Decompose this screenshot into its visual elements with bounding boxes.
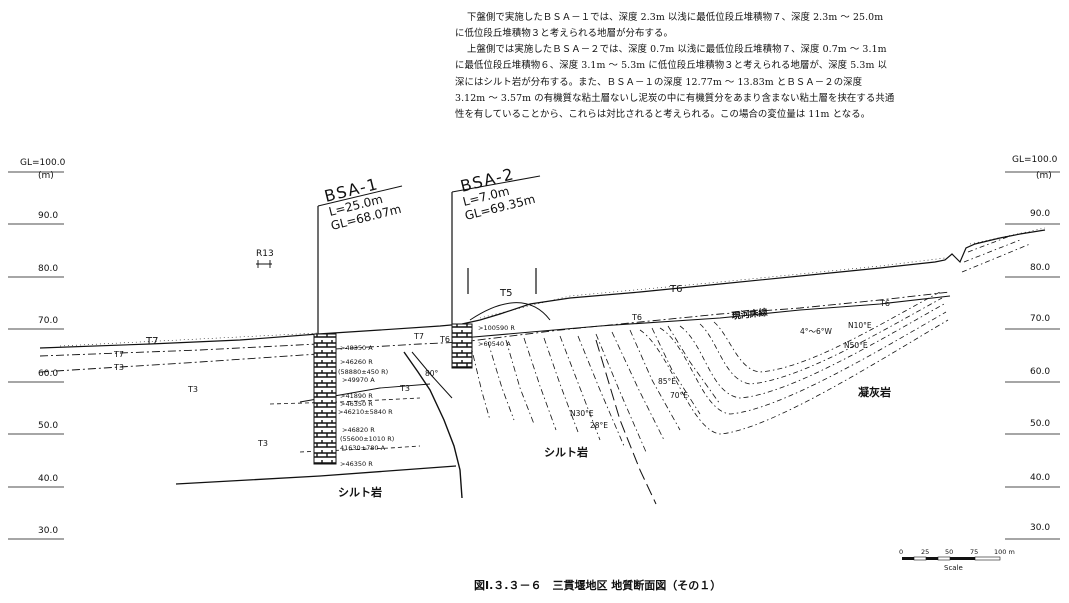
unit-label: T6 (631, 313, 642, 322)
rock-label-siltstone: シルト岩 (338, 485, 382, 499)
rock-label-siltstone: シルト岩 (544, 445, 588, 459)
description-paragraph-2: 上盤側では実施したＢＳＡ－２では、深度 0.7m 以浅に最低位段丘堆積物７、深度… (455, 44, 895, 121)
section-marker-r13: R13 (256, 249, 274, 268)
elevation-gridlines (8, 171, 1060, 540)
axis-tick-label: 50.0 (1030, 419, 1050, 429)
scale-tick: 25 (921, 548, 929, 556)
dip-label: 80° (425, 369, 439, 378)
unit-label: T3 (187, 385, 198, 394)
axis-tick-label: 50.0 (38, 421, 58, 431)
right-elevation-axis: GL=100.0 (m) 90.0 80.0 70.0 60.0 50.0 40… (1012, 155, 1058, 533)
age-label: >46350 R (340, 400, 373, 408)
scale-label: Scale (944, 564, 963, 572)
unit-label: T6 (439, 335, 450, 344)
age-label: >49970 A (342, 376, 375, 384)
scale-tick: 0 (899, 548, 903, 556)
axis-gl-label: GL=100.0 (20, 158, 66, 168)
age-label: 41630±780 A (340, 444, 386, 452)
axis-tick-label: 40.0 (1030, 473, 1050, 483)
tuff-fold-beds (639, 235, 1031, 435)
lower-fault-trace (595, 339, 657, 505)
dip-label: N50°E (844, 341, 868, 350)
unit-label: T3 (257, 439, 268, 448)
t7-base-line (39, 343, 319, 357)
axis-unit-label: (m) (1036, 171, 1052, 181)
age-label: >60540 A (478, 340, 511, 348)
axis-tick-label: 70.0 (1030, 314, 1050, 324)
bsa-2-age-labels: >100590 R >60540 A (478, 324, 515, 348)
borehole-bsa-1: BSA-1 L=25.0m GL=68.07m (313, 174, 403, 465)
svg-text:R13: R13 (256, 249, 274, 259)
scale-tick: 50 (945, 548, 953, 556)
age-label: (58880±450 R) (338, 368, 388, 376)
rock-label-tuff: 凝灰岩 (858, 385, 891, 399)
unit-label: T6 (879, 299, 890, 308)
fault-hangingwall-base (317, 291, 951, 351)
unit-label: T3 (399, 384, 410, 393)
scale-bar: 0 25 50 75 100 m Scale (899, 548, 1015, 572)
age-label: >46260 R (340, 358, 373, 366)
axis-tick-label: 90.0 (38, 211, 58, 221)
dip-label: N30°E (570, 409, 594, 418)
t5-lens (469, 302, 551, 321)
unit-label: T3 (113, 363, 124, 372)
scale-tick: 75 (970, 548, 978, 556)
axis-tick-label: 80.0 (38, 264, 58, 274)
age-label: (55600±1010 R) (340, 435, 394, 443)
unit-labels: T7 T7 T3 T3 T3 T3 T7 T6 T5 T6 T6 T6 (113, 284, 890, 448)
riverbed-line (461, 295, 951, 339)
figure-caption: 図Ⅰ.３.３－６ 三貫堰地区 地質断面図（その１） (474, 578, 721, 592)
axis-tick-label: 60.0 (38, 369, 58, 379)
age-label: >46210±5840 R (338, 408, 393, 416)
axis-tick-label: 70.0 (38, 316, 58, 326)
axis-unit-label: (m) (38, 171, 54, 181)
scale-tick: 100 m (994, 548, 1015, 556)
dip-annotations: 80° 85°E 70°E N30°E 28°E 4°～6°W N10°E N5… (425, 321, 872, 430)
age-label: >100590 R (478, 324, 515, 332)
axis-tick-label: 30.0 (38, 526, 58, 536)
siltstone-bedding (469, 325, 721, 453)
unit-label: T7 (413, 332, 424, 341)
dip-label: 4°～6°W (800, 327, 833, 336)
dip-label: N10°E (848, 321, 872, 330)
t3-top-line (39, 353, 319, 373)
secondary-fault-line (411, 351, 453, 399)
axis-tick-label: 30.0 (1030, 523, 1050, 533)
dip-label: 28°E (590, 421, 608, 430)
axis-gl-label: GL=100.0 (1012, 155, 1058, 165)
unit-label: T6 (669, 284, 682, 295)
bsa-1-core-log (313, 333, 337, 465)
bsa-1-age-labels: >48350 A >46260 R (58880±450 R) >49970 A… (338, 344, 394, 468)
t3-lower-boundary (269, 397, 421, 405)
main-fault-line (403, 351, 463, 499)
axis-tick-label: 60.0 (1030, 367, 1050, 377)
bsa-2-core-log (451, 323, 473, 369)
rock-label-riverbed: 現河床線 (731, 306, 768, 322)
rock-labels: シルト岩 シルト岩 凝灰岩 現河床線 (338, 306, 891, 499)
dip-label: 70°E (670, 391, 688, 400)
axis-tick-label: 40.0 (38, 474, 58, 484)
axis-tick-label: 80.0 (1030, 263, 1050, 273)
ground-surface-hachure (59, 227, 1046, 347)
ground-surface-line (39, 229, 1046, 349)
unit-label: T7 (145, 336, 158, 347)
dip-label: 85°E (658, 377, 676, 386)
siltstone-boundary-line (175, 465, 457, 485)
left-elevation-axis: GL=100.0 (m) 90.0 80.0 70.0 60.0 50.0 40… (20, 158, 66, 536)
unit-label: T5 (499, 288, 512, 299)
axis-tick-label: 90.0 (1030, 209, 1050, 219)
age-label: >41890 R (340, 392, 373, 400)
age-label: >46350 R (340, 460, 373, 468)
unit-label: T7 (113, 350, 124, 359)
age-label: >48350 A (340, 344, 373, 352)
description-paragraph-1: 下盤側で実施したＢＳＡ－１では、深度 2.3m 以浅に最低位段丘堆積物７、深度 … (455, 12, 884, 40)
age-label: >46820 R (342, 426, 375, 434)
